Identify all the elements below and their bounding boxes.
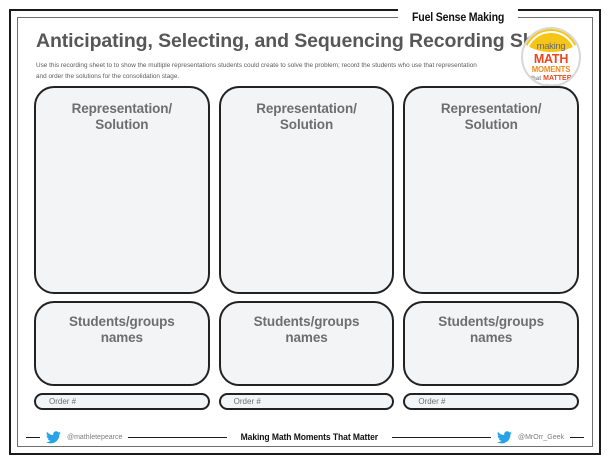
making-math-moments-logo: making MATH MOMENTS that MATTER makemath… xyxy=(521,27,581,87)
representation-box[interactable]: Representation/Solution xyxy=(218,86,395,294)
page-title: Anticipating, Selecting, and Sequencing … xyxy=(36,30,563,52)
footer-rule-left-start xyxy=(26,436,40,438)
order-label: Order # xyxy=(233,397,261,406)
frame-tab-label: Fuel Sense Making xyxy=(411,12,505,24)
footer-rule-right xyxy=(391,436,491,438)
logo-url: makemathmoments.com xyxy=(533,82,569,87)
logo-line-math: MATH xyxy=(533,51,569,66)
representation-box[interactable]: Representation/Solution xyxy=(34,86,210,294)
footer: @mathletepearce Making Math Moments That… xyxy=(26,428,584,446)
representation-label: Representation/Solution xyxy=(440,101,542,133)
twitter-icon[interactable] xyxy=(46,430,61,444)
footer-rule-left xyxy=(128,436,228,438)
page-description: Use this recording sheet to to show the … xyxy=(36,62,477,81)
left-twitter-handle[interactable]: @mathletepearce xyxy=(67,433,123,441)
representation-label: Representation/Solution xyxy=(256,101,357,133)
order-box[interactable]: Order # xyxy=(403,393,580,410)
logo-line-that-matter: that MATTER xyxy=(523,75,579,82)
right-twitter-handle[interactable]: @MrOrr_Geek xyxy=(518,433,564,441)
order-label: Order # xyxy=(418,397,446,406)
logo-sun-arc xyxy=(523,29,579,52)
logo-text-stack: making MATH MOMENTS that MATTER makemath… xyxy=(523,41,579,87)
representation-label: Representation/Solution xyxy=(71,101,173,133)
footer-brand-label: Making Math Moments That Matter xyxy=(241,431,379,443)
order-label: Order # xyxy=(49,397,77,406)
twitter-icon[interactable] xyxy=(497,430,512,444)
footer-rule-right-end xyxy=(570,436,584,438)
representation-box[interactable]: Representation/Solution xyxy=(403,86,580,294)
logo-word-matter: MATTER xyxy=(543,75,572,83)
order-box[interactable]: Order # xyxy=(218,393,395,410)
logo-word-that: that xyxy=(530,76,542,83)
frame-tab: Fuel Sense Making xyxy=(398,9,518,27)
logo-line-moments: MOMENTS xyxy=(531,65,571,74)
order-box[interactable]: Order # xyxy=(34,393,210,410)
logo-line-making: making xyxy=(536,41,566,52)
